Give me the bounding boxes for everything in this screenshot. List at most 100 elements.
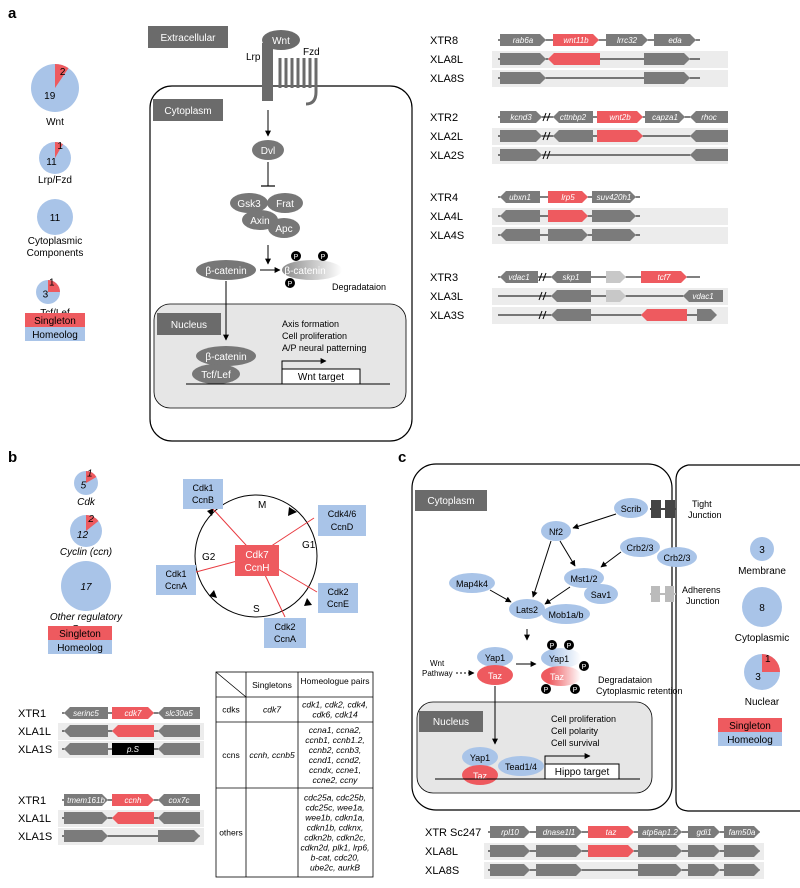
lrp-receptor	[262, 43, 273, 101]
pie-c-3-label: Nuclear	[745, 697, 780, 708]
fzd-receptor	[278, 58, 318, 106]
dvl-node	[252, 140, 284, 160]
sav-label: Sav1	[591, 590, 612, 600]
transcription-arrow	[281, 358, 327, 369]
gene-slc30a5-1l	[158, 725, 200, 737]
gene-ubxn1-4l	[500, 210, 540, 222]
pie-b-2-singleton-value: 2	[87, 514, 94, 525]
hippo-target-label: Hippo target	[555, 767, 610, 778]
table-homeolog-pair: ube2c, aurkB	[310, 863, 360, 873]
frat-node	[267, 193, 303, 213]
synteny-row-label: XLA2L	[430, 131, 463, 143]
hippo-target-box	[544, 763, 620, 780]
phase-m: M	[258, 500, 266, 511]
gene-dnase1l1-label: dnase1l1	[543, 828, 575, 837]
cdk2-ccna-line2: CcnA	[274, 634, 296, 644]
taz-node	[477, 665, 513, 685]
lats-label: Lats2	[516, 605, 538, 615]
table-homeolog-pair: cdc25a, cdc25b,	[304, 793, 366, 803]
gene-atp6ap1-2-8s	[638, 864, 682, 876]
synteny-row-label: XLA3S	[430, 310, 464, 322]
gene-rhoc-2s	[690, 149, 728, 161]
map4k4-node	[449, 573, 495, 593]
pie-c-2-homeolog-value: 8	[759, 603, 765, 614]
gene-skp1-3l	[551, 290, 591, 302]
table-homeolog-pair: wee1b, cdkn1a,	[305, 813, 365, 823]
chromosome-break	[538, 310, 547, 320]
crb-node-b	[657, 547, 697, 567]
nf2-node	[541, 521, 571, 541]
gene-cox7c-1s	[158, 830, 200, 842]
pie-b-1-singleton-slice	[86, 471, 97, 483]
gene-kcnd3-2s	[500, 149, 542, 161]
synteny-row-label: XTR2	[430, 112, 458, 124]
gene-wnt2b-label: wnt2b	[609, 113, 631, 122]
pie-a-2-homeolog-value: 11	[46, 157, 57, 168]
synteny-row-label: XLA4L	[430, 211, 463, 223]
panel-a-label: a	[8, 5, 17, 22]
gene-capza1	[645, 111, 685, 123]
legend-singleton-label: Singleton	[34, 316, 76, 327]
gene-tmem161b	[64, 794, 108, 806]
fzd-label: Fzd	[303, 47, 320, 58]
gene-gdi1	[688, 826, 720, 838]
gene-fam50a-label: fam50a	[729, 828, 756, 837]
synteny-row-label: XLA1S	[18, 744, 52, 756]
legend-c-homeolog-label: Homeolog	[727, 735, 773, 746]
gene-gdi1-label: gdi1	[696, 828, 711, 837]
gene-serinc5-1l	[64, 725, 108, 737]
svg-text:P: P	[573, 687, 578, 694]
pie-c-2-homeolog-slice	[742, 587, 782, 627]
target-line-1: Axis formation	[282, 319, 339, 329]
gene-eda-label: eda	[668, 36, 682, 45]
gene-suv420h1-4l	[592, 210, 636, 222]
pie-b-1-homeolog-value: 5	[81, 480, 87, 491]
table-homeolog-pair: cdkn2b, cdkn2c,	[304, 833, 365, 843]
pie-a-2-singleton-value: 1	[57, 141, 63, 152]
gene-skp1-label: skp1	[563, 273, 580, 282]
axin-label: Axin	[250, 216, 269, 227]
gene-atp6ap1-2-8l	[638, 845, 682, 857]
cdk46-ccnd-line1: Cdk4/6	[328, 509, 357, 519]
table-header-singletons: Singletons	[252, 680, 292, 690]
panel-a: a 219Wnt111Lrp/Fzd11CytoplasmicComponent…	[8, 5, 728, 442]
gene-fam50a-8l	[724, 845, 760, 857]
apc-label: Apc	[275, 224, 292, 235]
table-homeolog-pair: ccndx, ccne1,	[309, 765, 361, 775]
tcf-lef-node	[192, 364, 240, 384]
gene-tmem161b-1s	[64, 830, 108, 842]
gene-wnt11b	[553, 34, 599, 46]
synteny-row-label: XTR Sc247	[425, 827, 481, 839]
gene-vdac1-label: vdac1	[508, 273, 529, 282]
gene-cttnbp2-2l	[553, 130, 593, 142]
phase-s: S	[253, 604, 260, 615]
legend-b-singleton-label: Singleton	[59, 629, 101, 640]
panel-b-label: b	[8, 449, 17, 466]
yap1-label: Yap1	[485, 653, 505, 663]
table-header-homeologue: Homeologue pairs	[301, 676, 370, 686]
cdk46-ccnd-box	[318, 505, 366, 536]
pie-a-3-label: Components	[27, 248, 84, 259]
synteny-row-label: XTR8	[430, 35, 458, 47]
pie-c-1-homeolog-slice	[750, 537, 774, 561]
pie-c-3-singleton-slice	[762, 654, 780, 672]
chromosome-break	[538, 272, 547, 282]
phospho-2	[318, 251, 328, 261]
gene-fam50a-8s	[724, 864, 760, 876]
gene-ubxn1-4s	[500, 229, 540, 241]
cdk1-ccna-box	[156, 565, 196, 595]
wnt-target-box	[281, 368, 361, 385]
nf2-label: Nf2	[549, 527, 563, 537]
gene-vdac1	[500, 271, 538, 283]
gene-wnt2b-2l	[597, 130, 643, 142]
gene-dnase1l1-8l	[536, 845, 582, 857]
table-homeolog-pair: ccnb1, ccnb1.2,	[305, 735, 365, 745]
gene-serinc5-1s	[64, 743, 108, 755]
pie-b-1-singleton-value: 1	[87, 468, 93, 479]
table-homeolog-pair: cdc25c, wee1a,	[305, 803, 364, 813]
scrib-label: Scrib	[621, 504, 642, 514]
synteny-row-label: XLA2S	[430, 150, 464, 162]
synteny-row-label: XLA8S	[425, 865, 459, 877]
